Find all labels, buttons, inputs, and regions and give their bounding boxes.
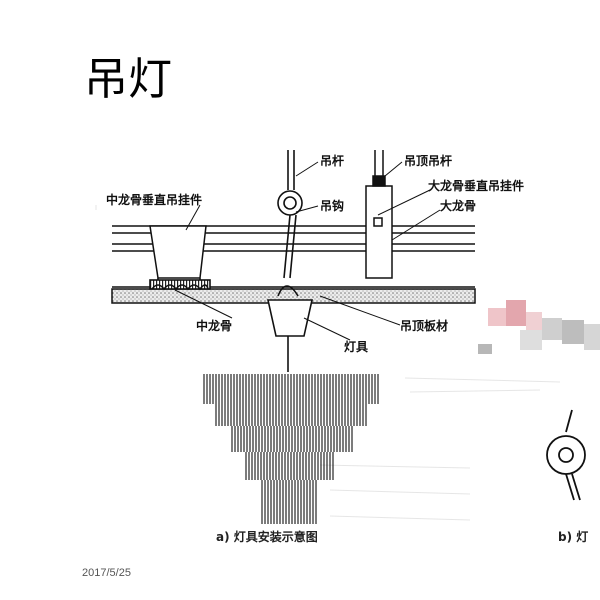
label-suspension-rod: 吊杆 xyxy=(320,153,344,168)
ring-hook-detail xyxy=(546,409,586,501)
caption-b: b) 灯 xyxy=(558,529,588,544)
leader-lines xyxy=(174,161,441,341)
label-main-keel: 大龙骨 xyxy=(440,198,476,213)
lamp-fixture xyxy=(267,285,313,372)
suspension-rod xyxy=(277,150,303,279)
caption-a: a) 灯具安装示意图 xyxy=(216,529,318,544)
slide-date: 2017/5/25 xyxy=(82,567,131,579)
label-main-keel-hanger: 大龙骨垂直吊挂件 xyxy=(428,178,524,193)
chandelier-tiers xyxy=(203,374,379,524)
label-lamp: 灯具 xyxy=(344,339,368,354)
scan-background-noise xyxy=(95,205,561,521)
label-hook: 吊钩 xyxy=(320,198,344,213)
label-ceiling-rod: 吊顶吊杆 xyxy=(404,153,452,168)
label-mid-keel: 中龙骨 xyxy=(196,318,232,333)
label-mid-keel-hanger: 中龙骨垂直吊挂件 xyxy=(106,192,202,207)
main-keel-hanger xyxy=(365,150,393,279)
slide-title: 吊灯 xyxy=(84,54,172,105)
label-ceiling-board: 吊顶板材 xyxy=(400,318,448,333)
blurred-region xyxy=(478,300,600,354)
mid-keel xyxy=(149,279,211,291)
